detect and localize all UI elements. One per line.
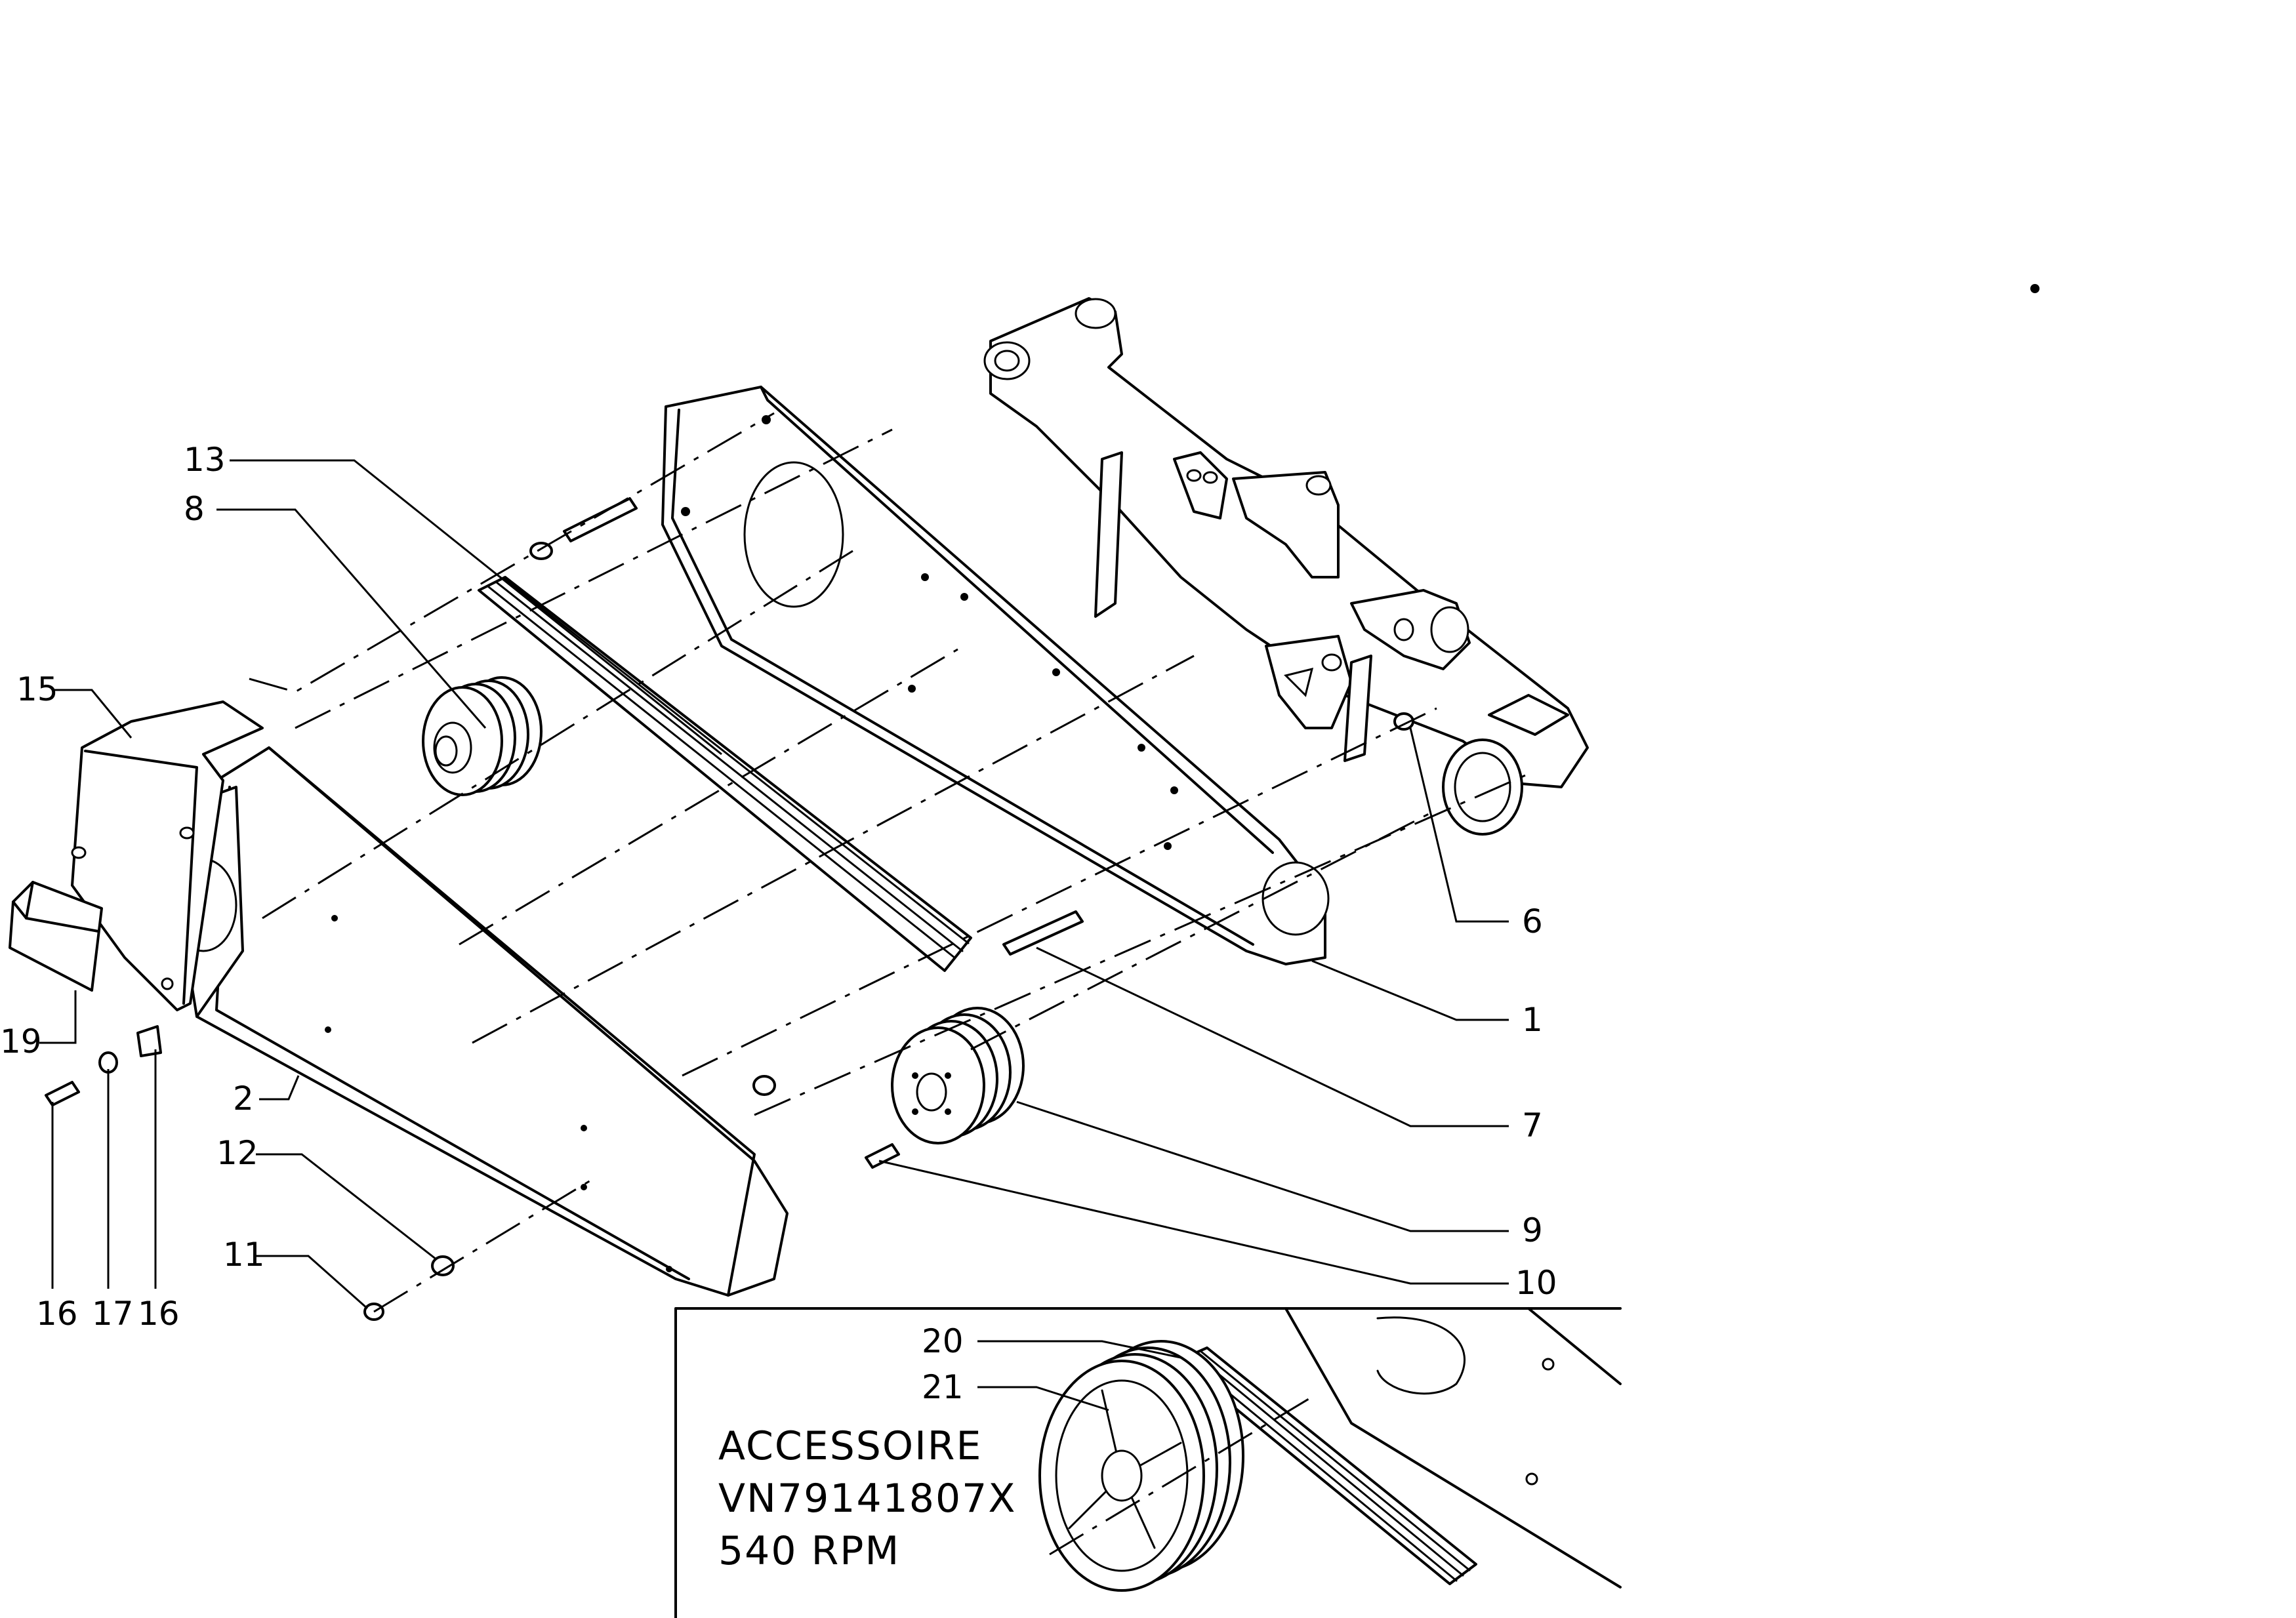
part-8-drive-pulley	[422, 676, 543, 796]
stray-dot	[2030, 284, 2040, 293]
part-19-bracket	[9, 881, 103, 992]
callout-1: 1	[1522, 1001, 1543, 1039]
part-9-driven-pulley	[891, 1007, 1025, 1144]
callout-2: 2	[233, 1080, 254, 1118]
leader-lines	[39, 459, 1509, 1411]
callout-7: 7	[1522, 1106, 1543, 1144]
inset-accessory-box	[674, 1307, 1622, 1618]
inset-note: ACCESSOIRE VN79141807X 540 RPM	[718, 1423, 1016, 1574]
callout-11: 11	[223, 1236, 265, 1274]
callout-17: 16	[36, 1295, 78, 1333]
callout-16: 16	[138, 1295, 180, 1333]
callout-21: 21	[922, 1368, 964, 1406]
callout-labels: 13 8 15 19 2 12 11 16 17 16 6 1 7 9 10 2…	[0, 441, 1557, 1406]
callout-6: 6	[1522, 902, 1543, 940]
inset-note-line-1: ACCESSOIRE	[718, 1423, 982, 1469]
callout-19: 19	[0, 1022, 42, 1061]
part-15-upper-guard	[71, 700, 264, 1011]
assembly-centerlines	[249, 412, 1529, 1313]
part-2-front-guard	[163, 746, 789, 1297]
part-1-rear-guard-plate	[661, 386, 1330, 965]
part-13-v-belts	[478, 576, 972, 972]
callout-20: 20	[922, 1322, 964, 1360]
callout-9: 9	[1522, 1211, 1543, 1249]
inset-note-line-3: 540 RPM	[718, 1528, 900, 1574]
inset-note-line-2: VN79141807X	[718, 1476, 1016, 1522]
hardware	[45, 497, 1414, 1321]
callout-8: 8	[184, 490, 205, 528]
callout-13: 13	[184, 441, 226, 479]
callout-15: 15	[16, 670, 58, 708]
callout-18: 17	[92, 1295, 134, 1333]
callout-12: 12	[216, 1134, 258, 1172]
frame-arm	[983, 297, 1589, 836]
callout-10: 10	[1515, 1264, 1557, 1302]
